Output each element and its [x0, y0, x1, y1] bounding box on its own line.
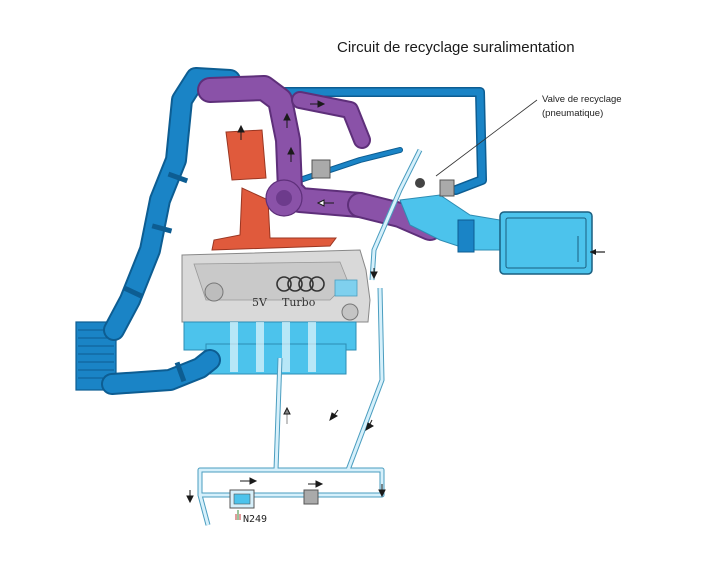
air-filter-box — [499, 211, 605, 275]
check-valve — [303, 489, 319, 505]
diagram-title: Circuit de recyclage suralimentation — [337, 39, 575, 56]
solenoid-valve-n249 — [229, 489, 255, 520]
turbocharger — [265, 179, 303, 217]
engine-label-5v: 5V — [252, 296, 268, 309]
recirculation-valve — [311, 159, 455, 197]
engine-label-turbo: Turbo — [282, 296, 316, 309]
intake-duct — [399, 194, 501, 253]
audi-logo — [276, 276, 325, 292]
flow-arrows — [186, 100, 386, 504]
pipe-clamps — [123, 171, 189, 383]
intake-manifold — [183, 321, 357, 375]
valve-label-line2: (pneumatique) — [542, 108, 603, 119]
solenoid-label: N249 — [243, 514, 267, 525]
valve-leader-line — [435, 99, 538, 177]
engine-block: 5V Turbo — [181, 249, 371, 323]
valve-label-line1: Valve de recyclage — [542, 94, 622, 105]
